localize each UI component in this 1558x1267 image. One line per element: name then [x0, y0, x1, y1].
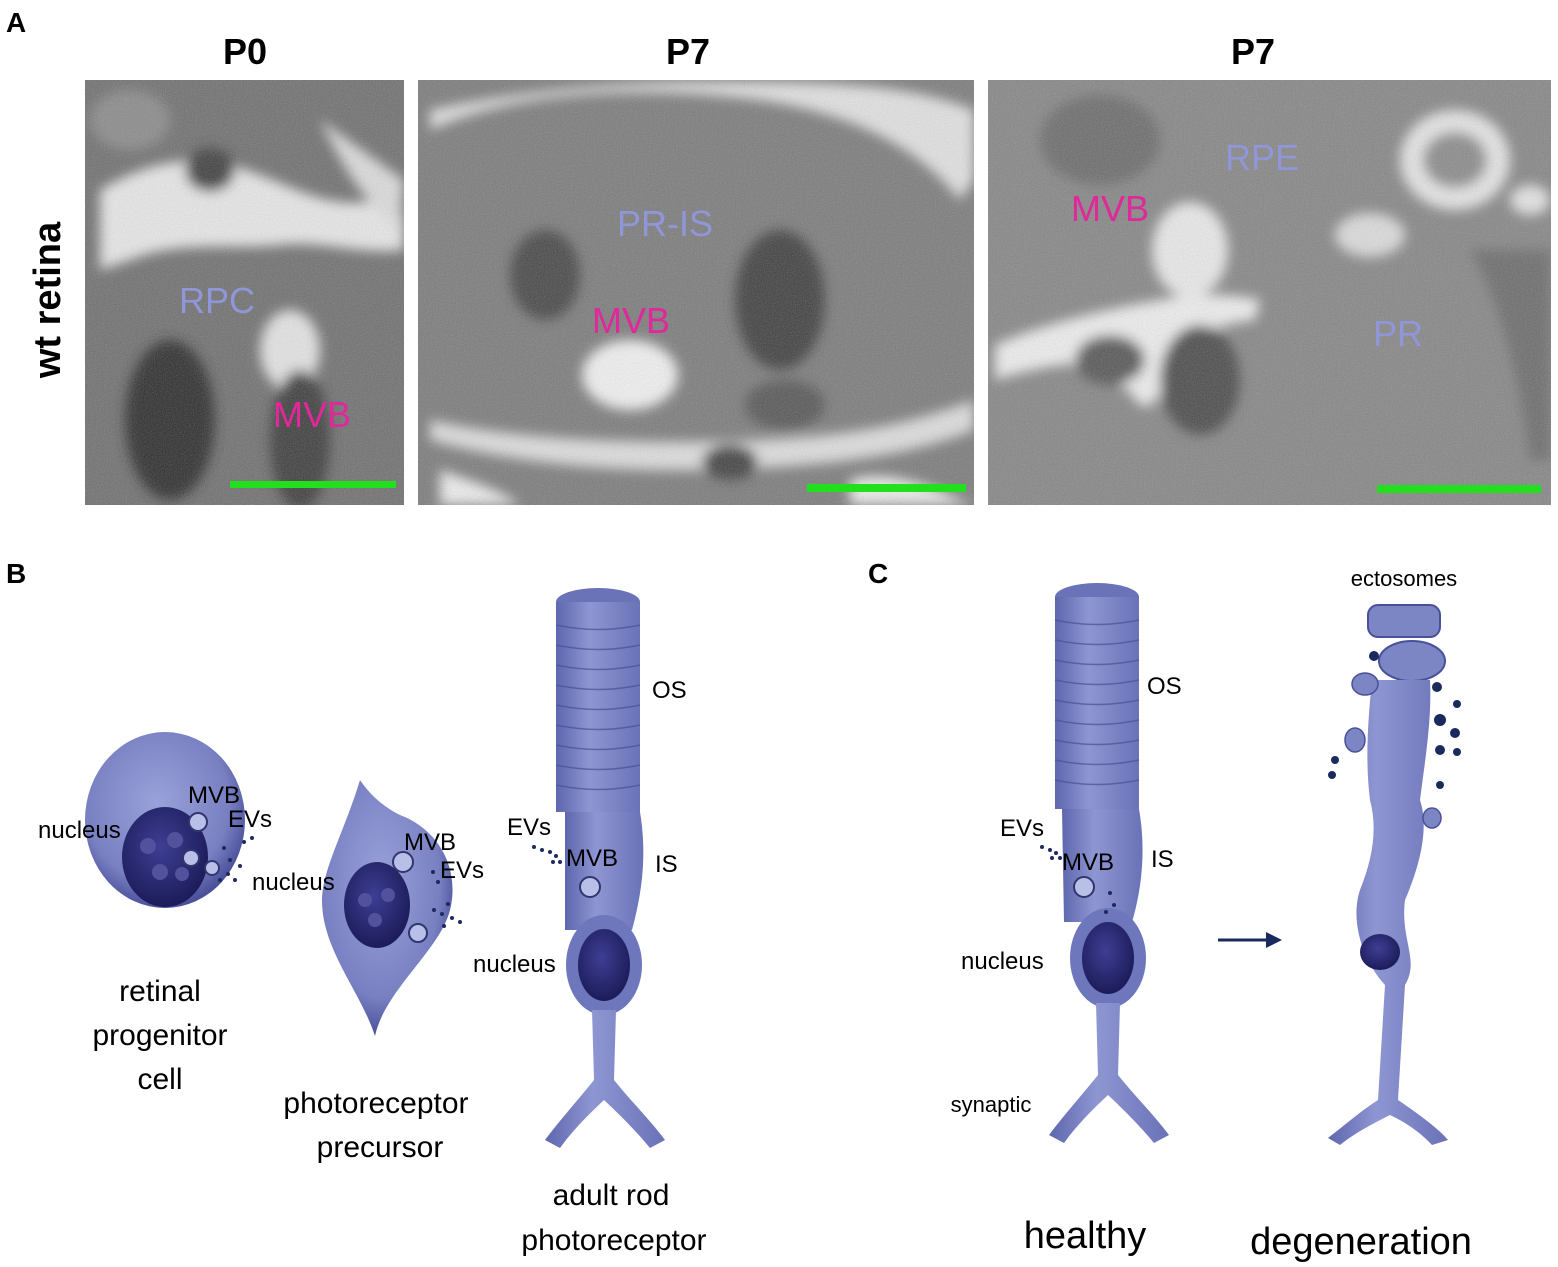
- label-progenitor-mvb: MVB: [188, 782, 240, 809]
- label-adult-nucleus: nucleus: [473, 951, 556, 978]
- caption-adult-1: adult rod: [553, 1179, 670, 1212]
- label-adult-mvb: MVB: [566, 845, 618, 872]
- caption-progenitor-2: progenitor: [92, 1019, 227, 1052]
- em-label-pr-is: PR-IS: [617, 203, 713, 244]
- em-image-p7-rpe: [988, 80, 1551, 505]
- label-adult-is: IS: [655, 851, 678, 878]
- scale-bar-p7b: [1377, 485, 1541, 493]
- em-title-p7-a: P7: [666, 31, 710, 72]
- label-healthy-is: IS: [1151, 846, 1174, 873]
- label-adult-os: OS: [652, 677, 687, 704]
- em-label-mvb-p7a: MVB: [592, 300, 670, 341]
- label-precursor-nucleus: nucleus: [252, 869, 335, 896]
- adult-rod-illustration: [532, 588, 665, 1148]
- label-healthy-evs: EVs: [1000, 815, 1044, 842]
- caption-progenitor-3: cell: [137, 1063, 182, 1096]
- caption-progenitor-1: retinal: [119, 975, 201, 1008]
- degenerating-rod-illustration: [1328, 604, 1461, 1145]
- label-adult-evs: EVs: [507, 814, 551, 841]
- label-progenitor-nucleus: nucleus: [38, 817, 121, 844]
- em-image-p7-pr-is: [418, 80, 974, 505]
- arrow-healthy-to-degeneration: [1218, 932, 1282, 948]
- panel-letter-b: B: [6, 558, 26, 589]
- label-healthy-os: OS: [1147, 673, 1182, 700]
- scale-bar-p0: [230, 481, 396, 488]
- em-label-pr: PR: [1373, 313, 1423, 354]
- em-label-rpc: RPC: [179, 280, 255, 321]
- caption-adult-2: photoreceptor: [521, 1224, 706, 1257]
- em-title-p0: P0: [223, 31, 267, 72]
- caption-precursor-2: precursor: [317, 1131, 444, 1164]
- panel-letter-a: A: [6, 7, 26, 38]
- em-label-mvb-p0: MVB: [273, 394, 351, 435]
- label-precursor-evs: EVs: [440, 857, 484, 884]
- em-label-rpe: RPE: [1225, 137, 1299, 178]
- label-healthy-nucleus: nucleus: [961, 948, 1044, 975]
- em-image-p0: [85, 80, 404, 505]
- label-ectosomes: ectosomes: [1351, 566, 1457, 591]
- progenitor-mvb-shape: [188, 812, 208, 832]
- caption-healthy: healthy: [1024, 1215, 1147, 1257]
- scale-bar-p7a: [807, 484, 966, 492]
- progenitor-cell-illustration: [85, 732, 254, 908]
- panel-letter-c: C: [868, 558, 888, 589]
- caption-degeneration: degeneration: [1250, 1221, 1472, 1263]
- healthy-rod-illustration: [1040, 583, 1169, 1143]
- caption-precursor-1: photoreceptor: [283, 1087, 468, 1120]
- label-healthy-mvb: MVB: [1062, 849, 1114, 876]
- label-progenitor-evs: EVs: [228, 806, 272, 833]
- label-synaptic: synaptic: [951, 1092, 1032, 1117]
- em-title-p7-b: P7: [1231, 31, 1275, 72]
- label-precursor-mvb: MVB: [404, 829, 456, 856]
- precursor-cell-illustration: [322, 780, 462, 1036]
- em-label-mvb-p7b: MVB: [1071, 188, 1149, 229]
- progenitor-nucleus-shape: [122, 807, 208, 907]
- row-label-wt-retina: wt retina: [27, 221, 69, 379]
